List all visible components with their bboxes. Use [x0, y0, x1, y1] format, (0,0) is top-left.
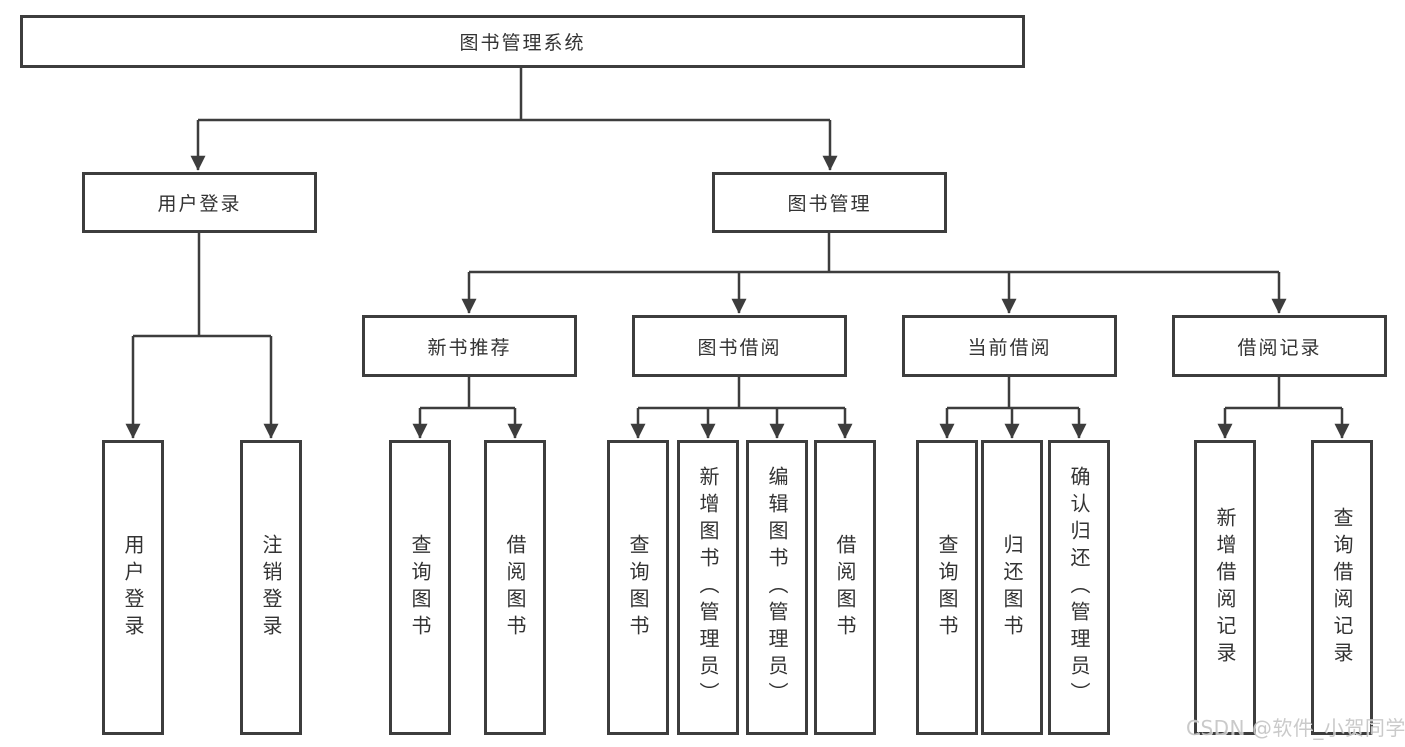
node-user-login: 用户登录	[82, 172, 317, 233]
node-book-management: 图书管理	[712, 172, 947, 233]
leaf-add-borrow-record: 新增借阅记录	[1194, 440, 1256, 735]
leaf-edit-book-admin: 编辑图书（管理员）	[746, 440, 808, 735]
leaf-query-book-newbook: 查询图书	[389, 440, 451, 735]
node-borrow-record: 借阅记录	[1172, 315, 1387, 377]
leaf-logout-login: 注销登录	[240, 440, 302, 735]
node-book-borrow: 图书借阅	[632, 315, 847, 377]
node-current-borrow: 当前借阅	[902, 315, 1117, 377]
leaf-borrow-book: 借阅图书	[814, 440, 876, 735]
leaf-borrow-book-newbook: 借阅图书	[484, 440, 546, 735]
connector-trunks	[133, 68, 1342, 410]
node-library-management-system: 图书管理系统	[20, 15, 1025, 68]
node-new-book-recommend: 新书推荐	[362, 315, 577, 377]
watermark: CSDN @软件_小贺同学	[1186, 716, 1405, 740]
leaf-query-borrow-record: 查询借阅记录	[1311, 440, 1373, 735]
leaf-confirm-return-admin: 确认归还（管理员）	[1048, 440, 1110, 735]
leaf-user-login: 用户登录	[102, 440, 164, 735]
leaf-add-book-admin: 新增图书（管理员）	[677, 440, 739, 735]
leaf-return-book: 归还图书	[981, 440, 1043, 735]
connector-arrows	[125, 120, 1350, 439]
leaf-query-book-current: 查询图书	[916, 440, 978, 735]
leaf-query-book-borrow: 查询图书	[607, 440, 669, 735]
